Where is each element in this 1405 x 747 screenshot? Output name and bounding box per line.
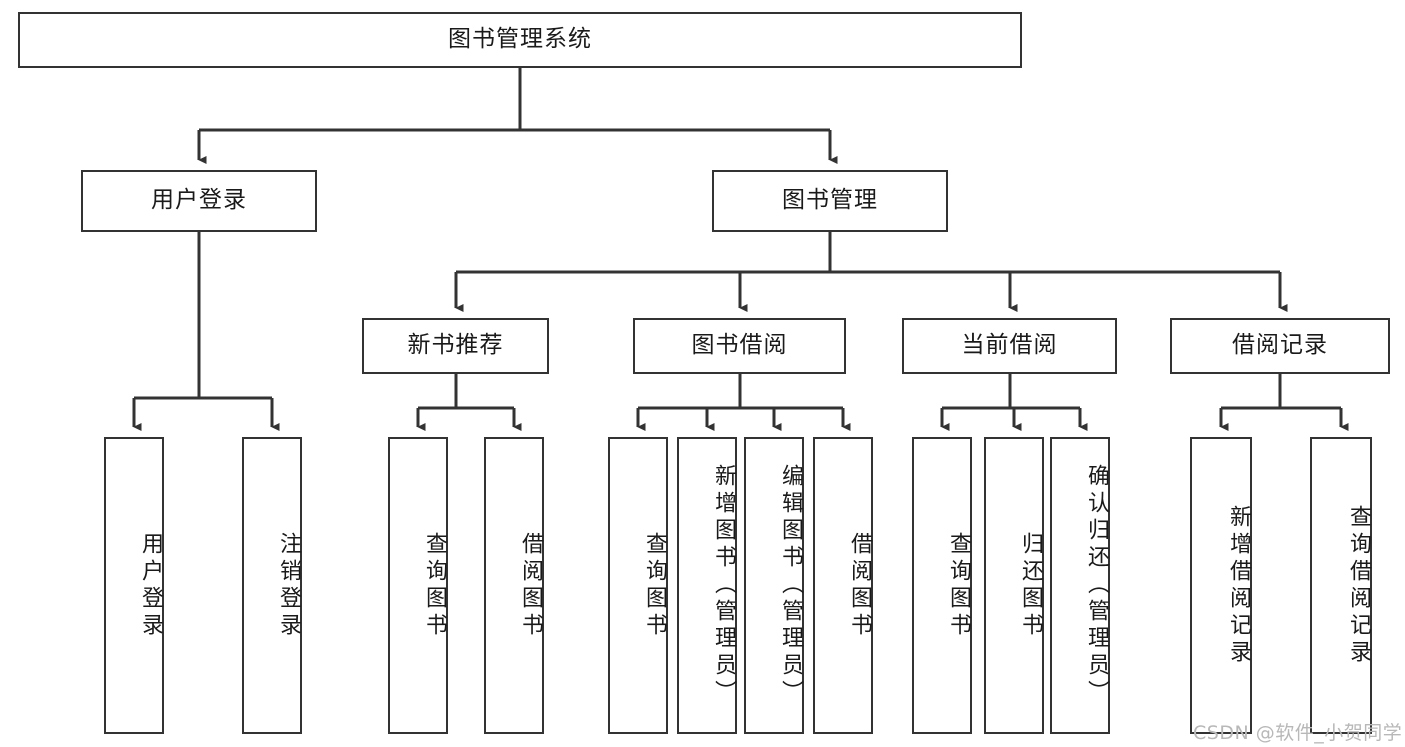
csdn-watermark: CSDN @软件_小贺同学 [1193,722,1403,744]
node-current-borrow-label: 当前借阅 [961,332,1058,359]
node-leaf-query-book-2-label: 查询图书 [642,531,667,640]
node-user-login-label: 用户登录 [151,187,247,214]
node-leaf-borrow-book-2[interactable]: 借阅图书 [813,437,873,734]
node-leaf-user-login[interactable]: 用户登录 [104,437,164,734]
node-leaf-edit-book-label: 编辑图书（管理员） [778,464,803,707]
node-leaf-add-book-label: 新增图书（管理员） [711,464,736,707]
node-leaf-borrow-book-1-label: 借阅图书 [518,531,543,640]
node-book-borrow-label: 图书借阅 [691,332,788,359]
node-leaf-query-record-label: 查询借阅记录 [1346,504,1371,667]
node-leaf-edit-book[interactable]: 编辑图书（管理员） [744,437,804,734]
node-leaf-query-book-1[interactable]: 查询图书 [388,437,448,734]
node-leaf-borrow-book-2-label: 借阅图书 [847,531,872,640]
node-book-management[interactable]: 图书管理 [712,170,948,232]
node-leaf-query-book-1-label: 查询图书 [422,531,447,640]
node-leaf-add-record-label: 新增借阅记录 [1226,504,1251,667]
node-leaf-user-login-label: 用户登录 [138,531,163,640]
node-leaf-confirm-return[interactable]: 确认归还（管理员） [1050,437,1110,734]
node-new-book-recommend[interactable]: 新书推荐 [362,318,549,374]
node-root-label: 图书管理系统 [448,26,592,53]
node-leaf-borrow-book-1[interactable]: 借阅图书 [484,437,544,734]
node-root[interactable]: 图书管理系统 [18,12,1022,68]
node-borrow-record[interactable]: 借阅记录 [1170,318,1390,374]
node-current-borrow[interactable]: 当前借阅 [902,318,1117,374]
node-leaf-query-record[interactable]: 查询借阅记录 [1310,437,1372,734]
node-leaf-confirm-return-label: 确认归还（管理员） [1084,464,1109,707]
node-new-book-recommend-label: 新书推荐 [407,332,504,359]
node-user-login[interactable]: 用户登录 [81,170,317,232]
node-leaf-logout-label: 注销登录 [276,531,301,640]
node-leaf-logout[interactable]: 注销登录 [242,437,302,734]
node-leaf-query-book-3-label: 查询图书 [946,531,971,640]
node-leaf-query-book-3[interactable]: 查询图书 [912,437,972,734]
node-borrow-record-label: 借阅记录 [1232,332,1328,359]
node-book-borrow[interactable]: 图书借阅 [633,318,846,374]
node-leaf-return-book[interactable]: 归还图书 [984,437,1044,734]
node-leaf-add-record[interactable]: 新增借阅记录 [1190,437,1252,734]
node-leaf-query-book-2[interactable]: 查询图书 [608,437,668,734]
node-leaf-add-book[interactable]: 新增图书（管理员） [677,437,737,734]
node-leaf-return-book-label: 归还图书 [1018,531,1043,640]
node-book-management-label: 图书管理 [782,187,878,214]
